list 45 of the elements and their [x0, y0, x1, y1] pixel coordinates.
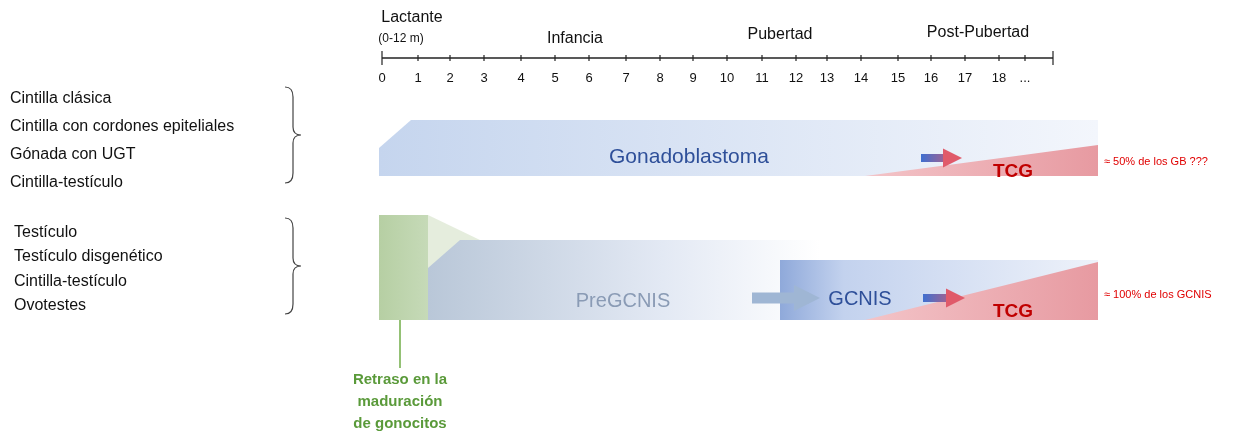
gonad-type-label: Cintilla-testículo: [14, 272, 127, 290]
tick-label: 11: [755, 69, 769, 85]
gonad-type-label: Testículo disgenético: [14, 247, 163, 265]
tick-label: 4: [517, 69, 525, 85]
gonad-type-label: Cintilla-testículo: [10, 173, 123, 191]
tick-label: 12: [788, 69, 804, 85]
gonad-type-label: Cintilla clásica: [10, 89, 112, 107]
tick-label: 9: [689, 69, 697, 85]
percentage-note: ≈ 100% de los GCNIS: [1104, 288, 1212, 300]
percentage-note: ≈ 50% de los GB ???: [1104, 155, 1208, 167]
tick-label: 3: [480, 69, 488, 85]
stage-label: TCG: [992, 160, 1034, 182]
tick-label: 8: [656, 69, 664, 85]
period-label: Infancia: [547, 29, 603, 47]
stage-label: Gonadoblastoma: [609, 144, 769, 168]
stage-label: TCG: [992, 300, 1034, 322]
annotation-text: Retraso en la maduración de gonocitos: [351, 369, 449, 433]
tick-label: 2: [446, 69, 454, 85]
period-label: Lactante: [381, 8, 443, 26]
tick-label: 13: [819, 69, 835, 85]
gonad-type-label: Ovotestes: [14, 296, 87, 314]
arrow: [923, 288, 965, 308]
stage-label: GCNIS: [828, 286, 892, 310]
gonad-type-label: Gónada con UGT: [10, 145, 136, 163]
tick-label: 10: [719, 69, 735, 85]
stage-label: PreGCNIS: [575, 288, 671, 312]
tick-label: 16: [923, 69, 939, 85]
tick-label: 1: [414, 69, 422, 85]
tick-label: 0: [378, 69, 386, 85]
period-label: (0-12 m): [378, 31, 424, 45]
tick-label: 17: [957, 69, 973, 85]
arrow: [921, 148, 962, 168]
gonad-type-label: Testículo: [14, 223, 78, 241]
period-label: Post-Pubertad: [926, 23, 1030, 41]
tick-label: 18: [991, 69, 1007, 85]
period-label: Pubertad: [747, 25, 813, 43]
gonad-type-label: Cintilla con cordones epiteliales: [10, 117, 235, 135]
tick-label: 15: [890, 69, 906, 85]
tick-label: 14: [853, 69, 869, 85]
tick-label: 5: [551, 69, 559, 85]
tick-label: ...: [1019, 69, 1031, 85]
tick-label: 7: [622, 69, 630, 85]
arrow: [752, 284, 820, 312]
tick-label: 6: [585, 69, 593, 85]
leader-line: [399, 319, 401, 369]
